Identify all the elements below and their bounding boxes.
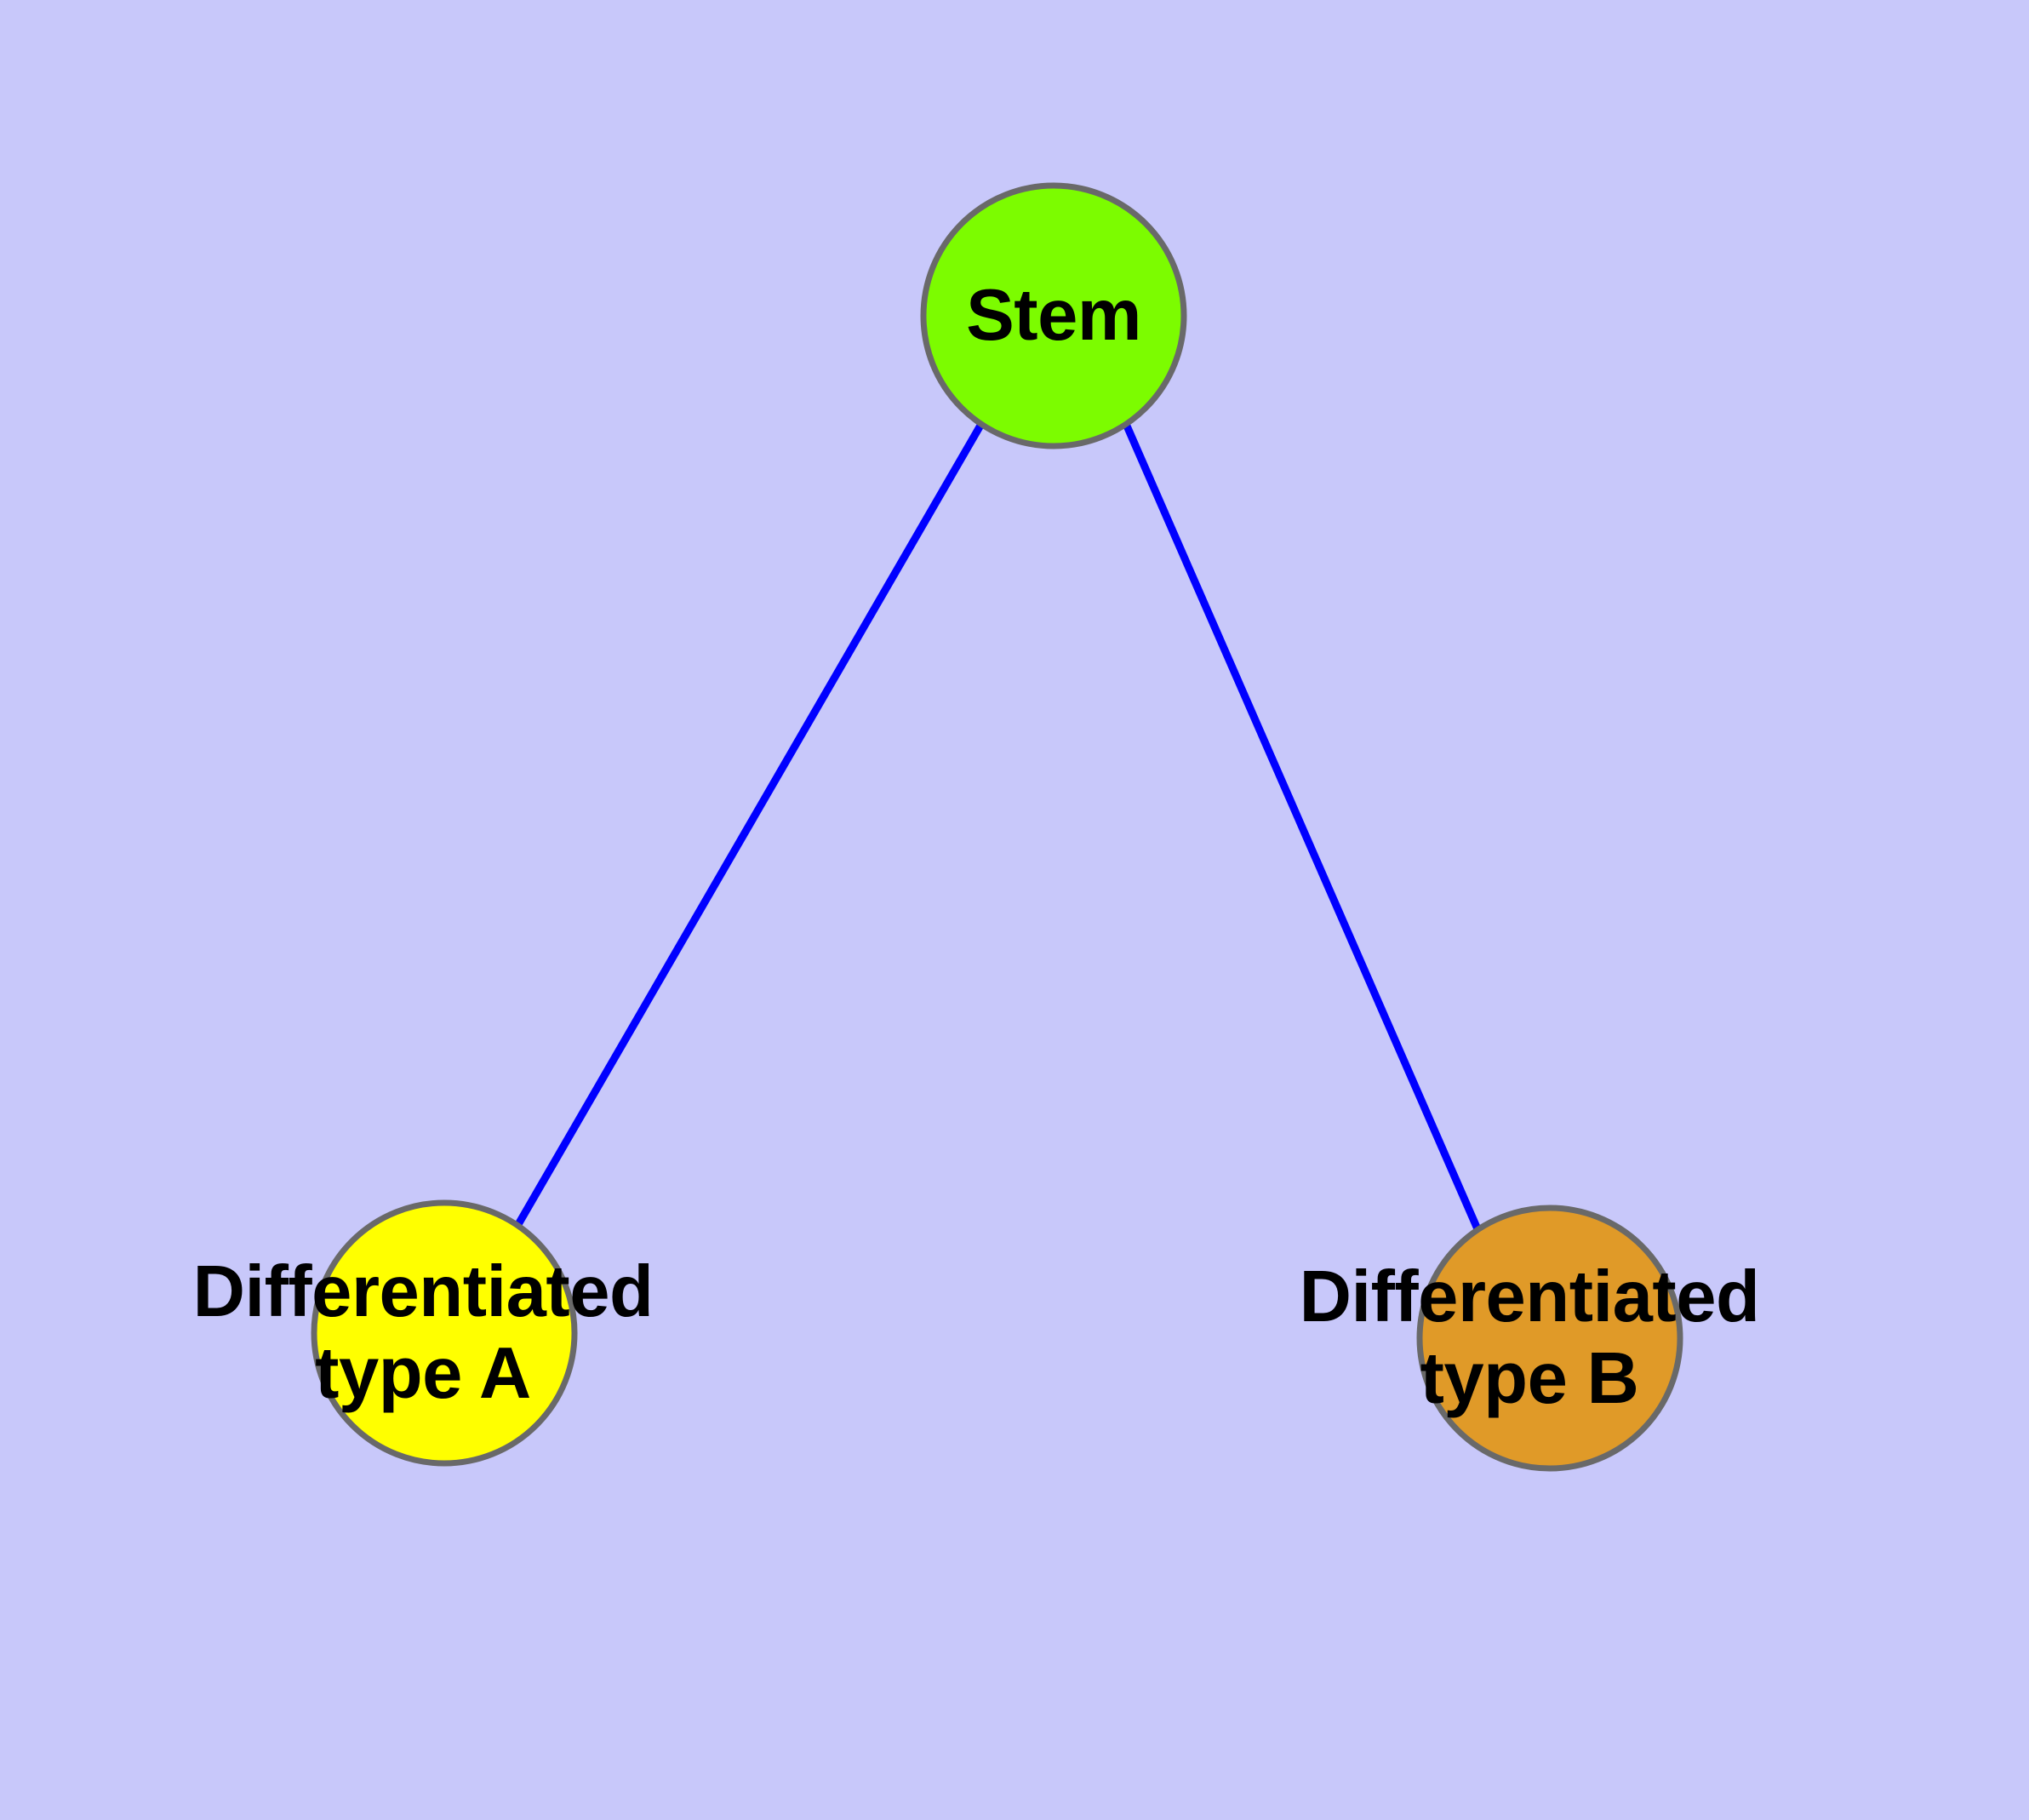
edge-stem-diff-a[interactable] (514, 421, 985, 1228)
node-diff_b[interactable] (1416, 1205, 1683, 1472)
node-stem[interactable] (920, 182, 1187, 449)
edge-stem-diff-b[interactable] (1122, 422, 1483, 1233)
node-diff_a[interactable] (311, 1199, 578, 1467)
nodes-group (311, 182, 1683, 1472)
edges-group (514, 421, 1483, 1233)
